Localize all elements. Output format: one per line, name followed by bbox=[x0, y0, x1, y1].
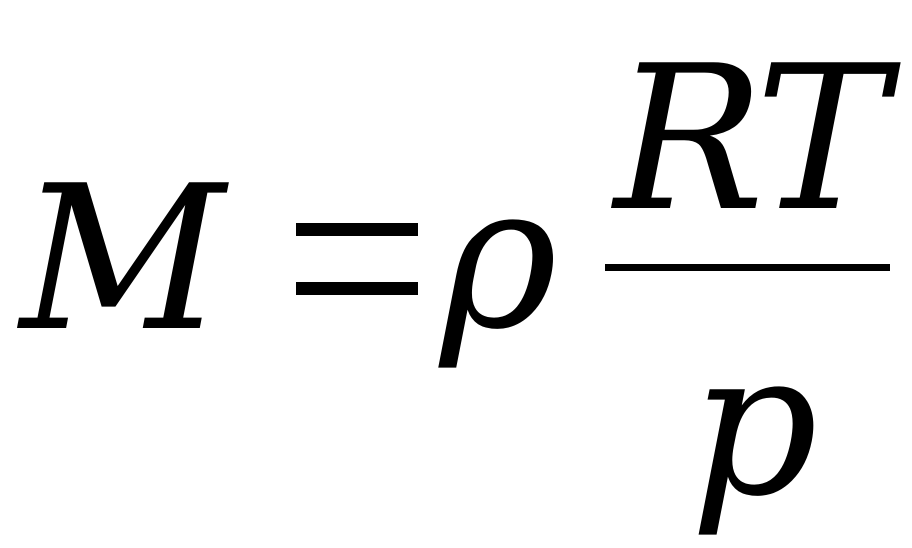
formula-coefficient-rho: ρ bbox=[440, 141, 558, 374]
fraction-bar bbox=[605, 264, 890, 271]
equals-bar-top bbox=[296, 223, 418, 236]
equals-sign bbox=[296, 223, 418, 295]
equals-bar-bottom bbox=[296, 282, 418, 295]
fraction-denominator: p bbox=[690, 308, 819, 541]
formula-lhs-symbol: M bbox=[20, 143, 225, 376]
fraction-numerator: RT bbox=[614, 23, 888, 256]
